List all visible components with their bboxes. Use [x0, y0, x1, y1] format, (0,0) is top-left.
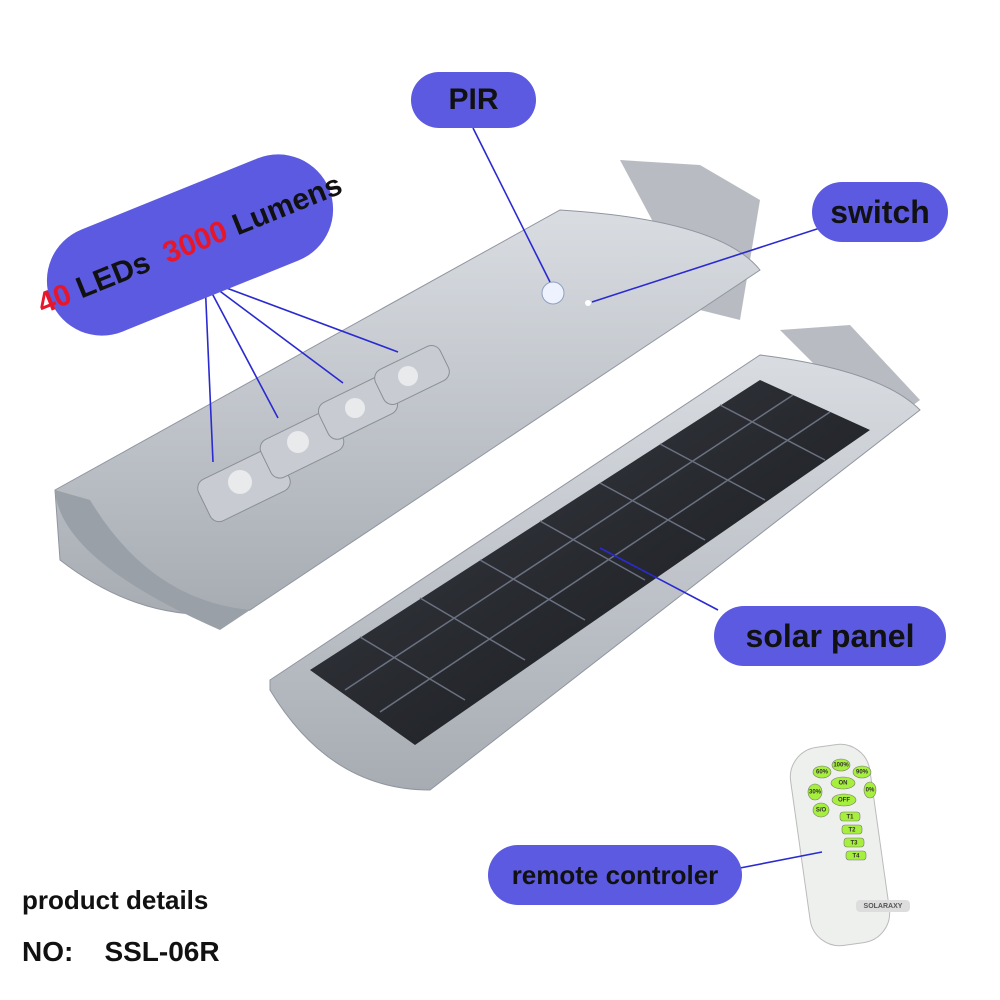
remote-button-so: S/O	[816, 808, 827, 814]
solar-unit	[269, 325, 921, 791]
model-number: NO: SSL-06R	[22, 936, 220, 967]
remote-button-on: ON	[839, 781, 848, 787]
solar-panel-label: solar panel	[714, 606, 946, 666]
remote-label: remote controler	[488, 845, 742, 905]
leader-lines	[204, 127, 823, 869]
remote-button-t4: T4	[852, 854, 860, 860]
lamp-body	[54, 160, 761, 630]
details-heading: product details	[22, 885, 209, 915]
remote-button-t3: T3	[850, 841, 858, 847]
switch-dot	[585, 300, 591, 306]
remote-control-image: 60% 100% 90% 30% ON OFF 0% S/O T1 T2 T3 …	[789, 743, 910, 947]
remote-button-off: OFF	[838, 798, 850, 804]
remote-button-100: 100%	[833, 763, 849, 769]
remote-button-90: 90%	[856, 770, 869, 776]
remote-button-t2: T2	[848, 828, 856, 834]
remote-button-30: 30%	[809, 790, 822, 796]
remote-button-t1: T1	[846, 815, 854, 821]
solar-cells	[310, 380, 870, 745]
pir-label: PIR	[411, 72, 536, 128]
remote-button-0: 0%	[866, 788, 875, 794]
remote-brand: SOLARAXY	[864, 903, 903, 910]
switch-label: switch	[812, 182, 948, 242]
pir-sensor	[541, 281, 565, 305]
remote-button-60: 60%	[816, 770, 829, 776]
